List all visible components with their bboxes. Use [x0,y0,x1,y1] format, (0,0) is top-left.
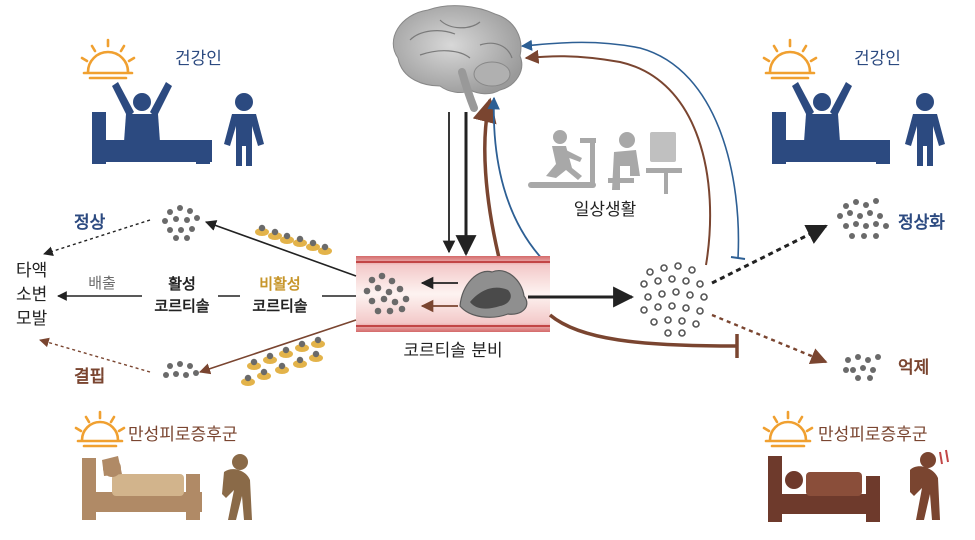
daily-life-label: 일상생활 [574,200,637,220]
normal-cluster [162,205,200,241]
saliva-label: 타액 [16,261,47,281]
vessel-cortisol-cluster [363,272,410,315]
deficit-to-sample-arrow [39,337,151,373]
tired-person-icon-left [222,454,252,520]
normalize-label: 정상화 [898,213,945,233]
healthy-right-label: 건강인 [854,49,901,69]
standing-person-icon-right [905,93,945,166]
sunrise-icon-bottom-left [74,410,126,448]
inactive-cortisol-beads-bottom [241,336,325,386]
healthy-bed-icon-right [772,82,890,164]
feedback-blue-inner [487,96,546,263]
deficit-cluster [163,361,199,378]
feedback-blue-outer [520,39,740,259]
inactive-label-2: 코르티솔 [252,297,307,315]
suppress-arrow [711,313,828,365]
healthy-bed-icon-left [92,82,212,164]
active-label-1: 활성 [168,275,196,293]
normal-to-sample-arrow [43,219,151,256]
feedback-brown-thick [472,97,502,263]
brain-icon [392,5,523,112]
inactive-cortisol-beads-top [255,224,332,255]
hair-label: 모발 [16,309,48,329]
sunrise-icon-bottom-right [762,410,814,448]
deficit-label: 결핍 [74,367,105,387]
inactive-label-1: 비활성 [259,275,300,293]
healthy-left-label: 건강인 [175,49,222,69]
normalize-cluster [837,198,889,239]
feedback-brown-outer [524,49,712,266]
adrenal-gland-icon [459,270,528,318]
suppress-label: 억제 [898,358,929,378]
active-label-2: 코르티솔 [154,297,209,315]
sunrise-icon-right [762,38,818,80]
tired-bed-icon-left [82,456,202,520]
treadmill-icon [528,130,596,188]
computer-work-icon [608,132,682,194]
arrow-to-deficit [198,319,357,375]
tired-bed-icon-right [768,456,880,522]
normal-label: 정상 [74,213,106,233]
standing-person-icon-left [224,93,264,166]
arrow-to-normal [204,220,357,277]
normalize-arrow [711,224,828,285]
urine-label: 소변 [16,285,47,305]
cfs-left-label: 만성피로증후군 [128,425,237,445]
cortisol-secretion-label: 코르티솔 분비 [403,341,502,361]
sunrise-icon [80,38,136,80]
inhibit-line [548,313,737,348]
tired-person-icon-right [910,449,949,520]
excretion-label: 배출 [88,274,116,292]
right-cortisol-cluster [640,262,708,337]
suppress-cluster [843,354,881,381]
cfs-right-label: 만성피로증후군 [818,425,927,445]
